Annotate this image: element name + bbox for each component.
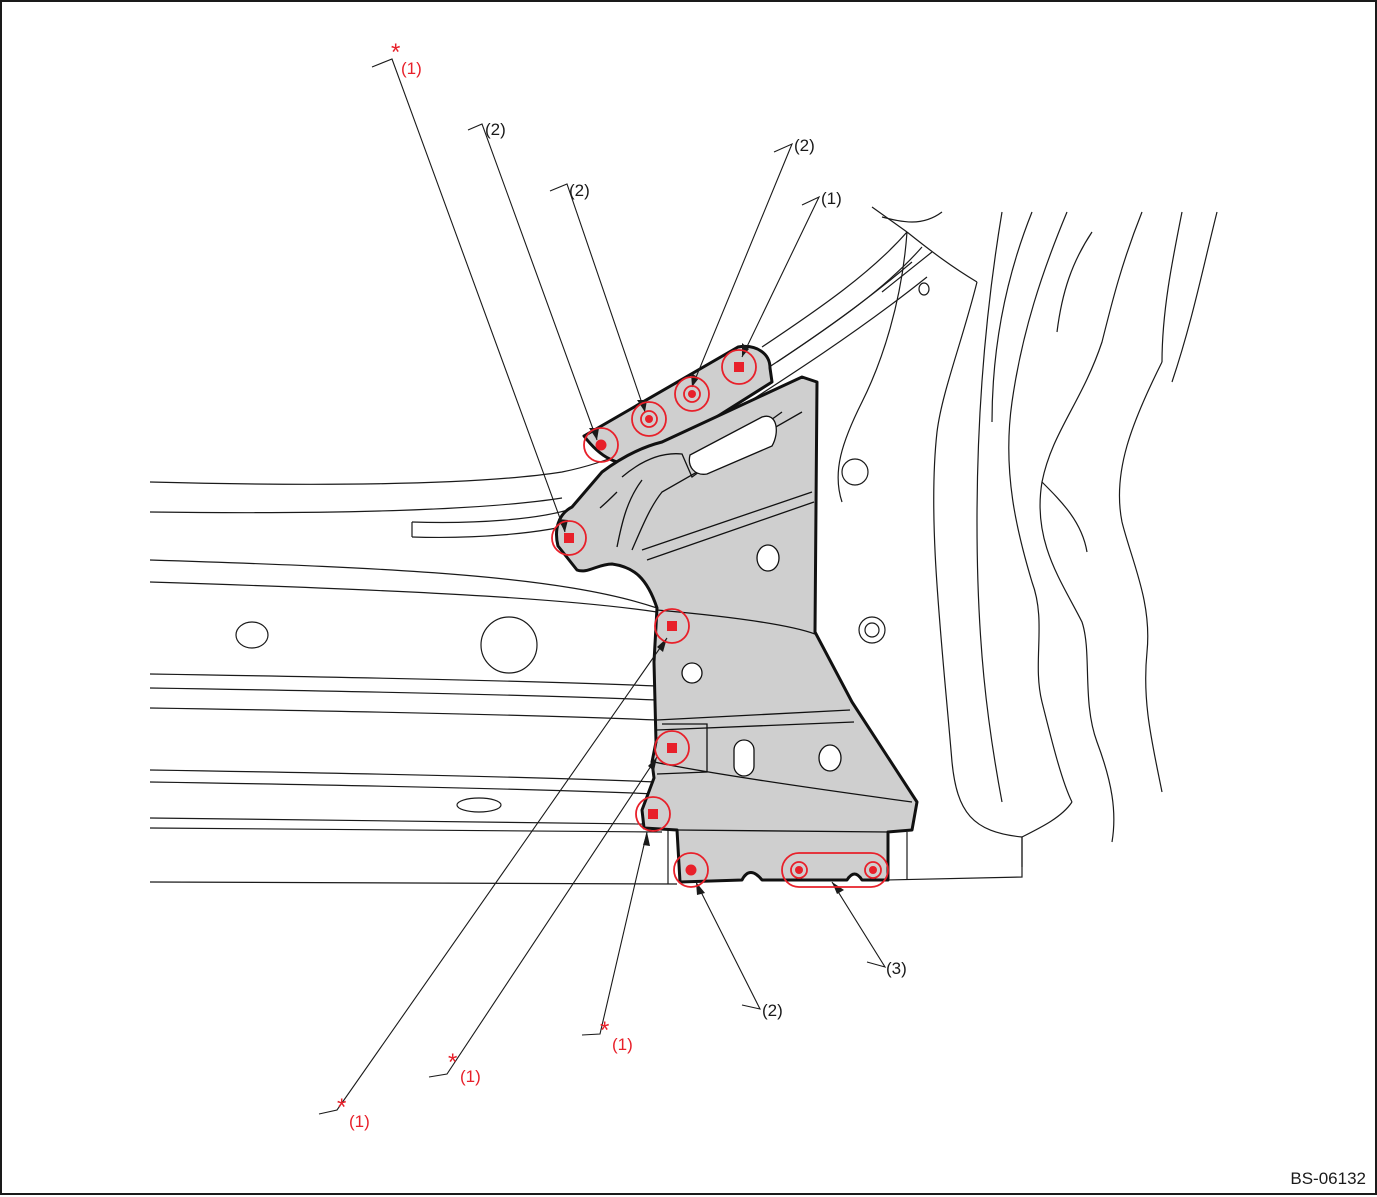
callout-label: (2) [794, 136, 815, 155]
leader-lines [318, 58, 887, 1115]
star-marker: * [448, 1049, 457, 1076]
weld-mark [635, 796, 671, 832]
callout-label: (1) [821, 189, 842, 208]
callout-label: (1) [401, 59, 422, 78]
weld-mark [631, 401, 667, 437]
callout-label: (1) [612, 1035, 633, 1054]
star-marker: * [391, 39, 400, 66]
callout-label: (1) [349, 1112, 370, 1131]
star-marker: * [600, 1017, 609, 1044]
weld-mark [781, 852, 889, 888]
callout-label: (1) [460, 1067, 481, 1086]
weld-marks [551, 349, 889, 888]
weld-mark [721, 349, 757, 385]
reinforcement-part [555, 344, 919, 884]
callout-label: (3) [886, 959, 907, 978]
weld-mark [674, 376, 710, 412]
weld-mark [583, 427, 619, 463]
weld-mark [654, 608, 690, 644]
weld-mark [551, 520, 587, 556]
callout-label: (2) [762, 1001, 783, 1020]
callout-label: (2) [485, 120, 506, 139]
callout-label: (2) [569, 181, 590, 200]
star-marker: * [337, 1094, 346, 1121]
callout-labels: * (1) (2) (2) (2) (1) (3) (2) * (1) * (1… [337, 39, 907, 1131]
weld-mark [654, 730, 690, 766]
figure-id: BS-06132 [1290, 1169, 1366, 1188]
weld-mark [673, 852, 709, 888]
